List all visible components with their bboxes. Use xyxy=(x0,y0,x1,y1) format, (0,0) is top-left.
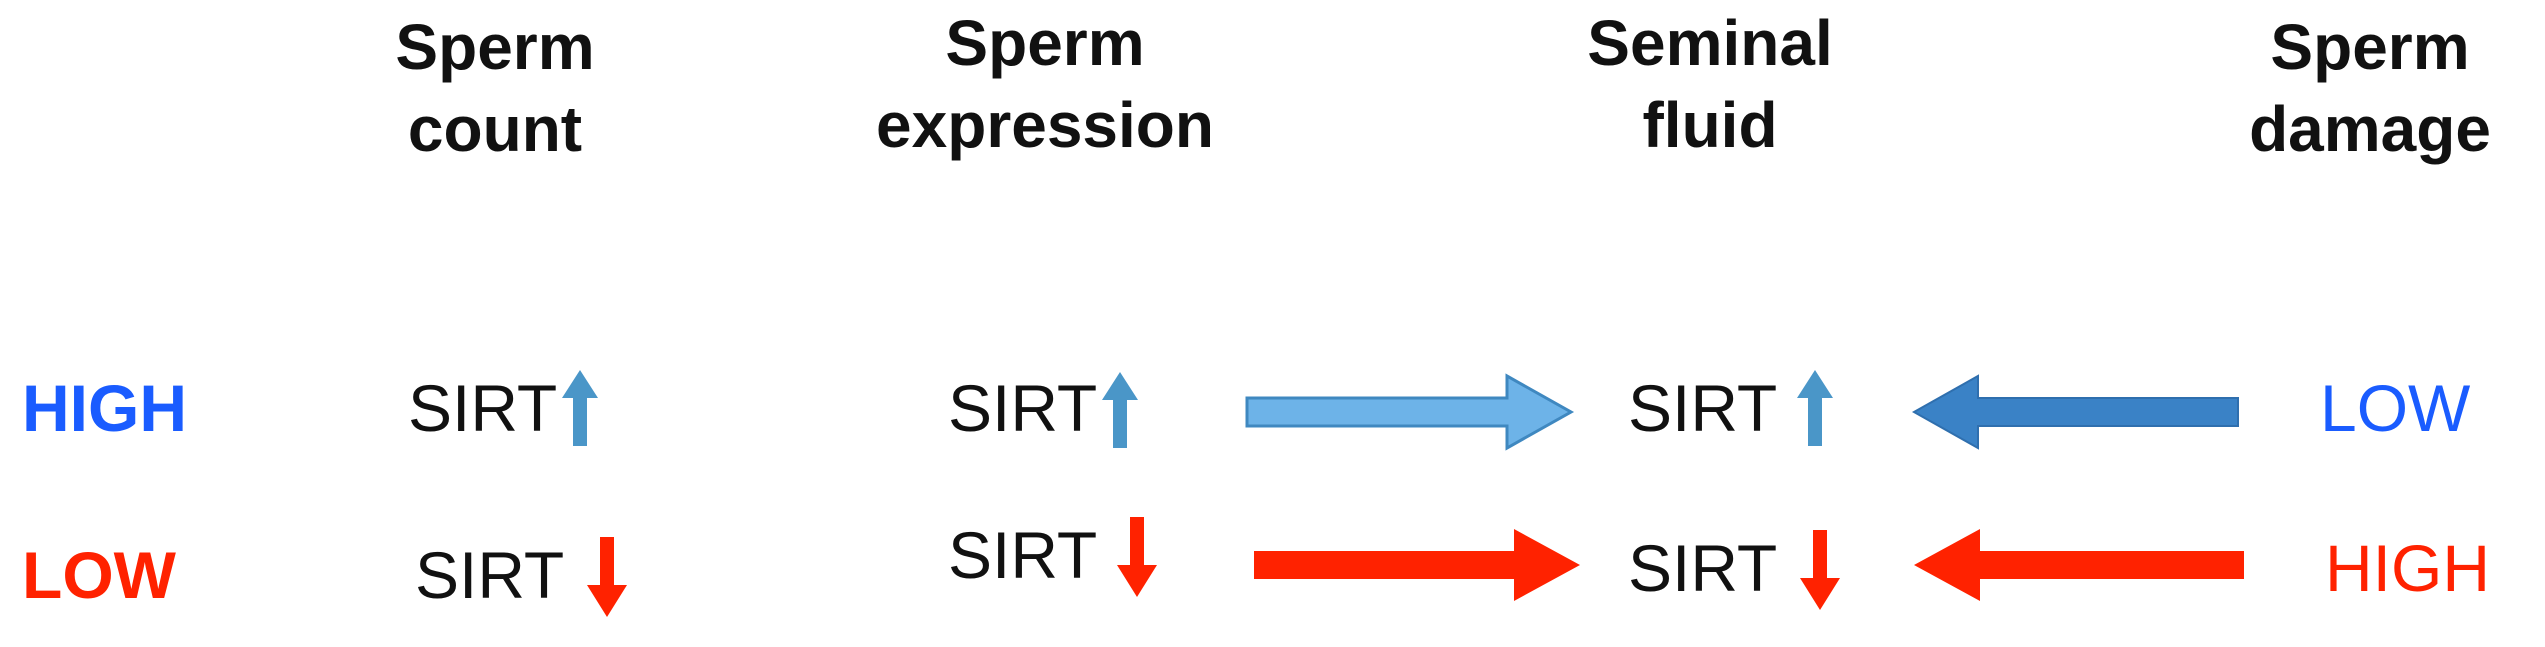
arrow-down-icon xyxy=(587,537,627,617)
row-label-low: LOW xyxy=(22,538,176,612)
arrow-left-icon xyxy=(1911,374,2239,450)
header-sperm-count: Sperm count xyxy=(360,6,630,170)
header-sperm-expression-line2: expression xyxy=(876,89,1214,161)
header-sperm-damage-line1: Sperm xyxy=(2270,11,2470,83)
sirt-count-high: SIRT xyxy=(408,371,558,445)
sirt-fluid-high: SIRT xyxy=(1628,371,1778,445)
sirt-expression-high: SIRT xyxy=(948,371,1098,445)
arrow-down-icon xyxy=(1117,517,1157,597)
header-sperm-count-line2: count xyxy=(407,93,583,165)
arrow-up-icon xyxy=(1102,372,1138,448)
sirt-count-low: SIRT xyxy=(415,538,565,612)
damage-low-row-value: HIGH xyxy=(2325,531,2490,605)
header-sperm-expression-line1: Sperm xyxy=(945,7,1145,79)
header-seminal-fluid-line1: Seminal xyxy=(1587,7,1833,79)
arrow-right-icon xyxy=(1245,373,1575,451)
arrow-right-icon xyxy=(1254,529,1580,601)
row-label-high: HIGH xyxy=(22,371,187,445)
sirt-fluid-low: SIRT xyxy=(1628,531,1778,605)
arrow-left-icon xyxy=(1914,529,2244,601)
header-seminal-fluid-line2: fluid xyxy=(1642,89,1778,161)
sirt-expression-low: SIRT xyxy=(948,518,1098,592)
header-sperm-damage: Sperm damage xyxy=(2210,6,2530,170)
header-sperm-damage-line2: damage xyxy=(2249,93,2491,165)
header-seminal-fluid: Seminal fluid xyxy=(1540,2,1880,166)
damage-high-row-value: LOW xyxy=(2320,371,2471,445)
arrow-up-icon xyxy=(1797,370,1833,446)
arrow-down-icon xyxy=(1800,530,1840,610)
arrow-up-icon xyxy=(562,370,598,446)
header-sperm-expression: Sperm expression xyxy=(835,2,1255,166)
header-sperm-count-line1: Sperm xyxy=(395,11,595,83)
